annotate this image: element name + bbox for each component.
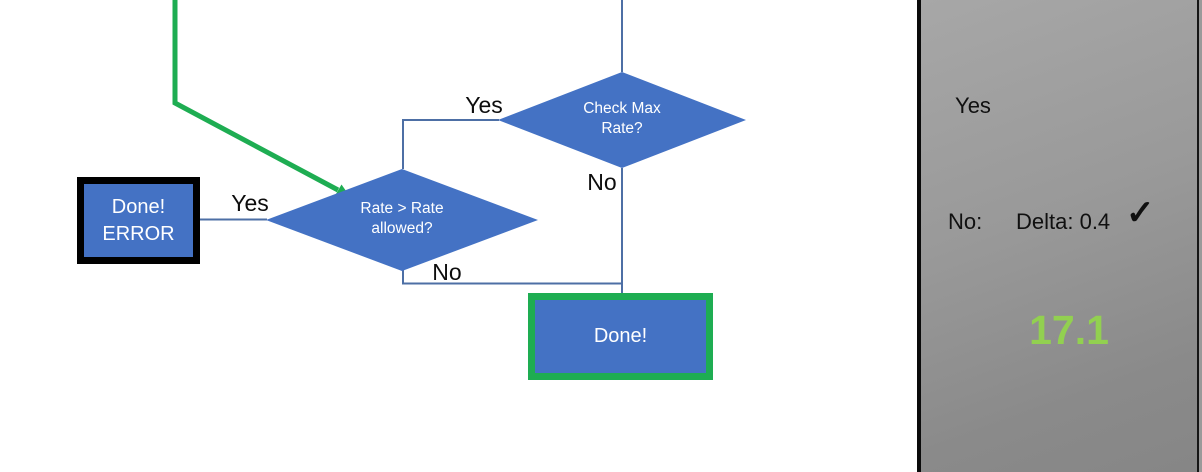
decision-rate-allowed[interactable]	[266, 169, 538, 271]
branch-label-yes-top: Yes	[465, 92, 503, 118]
panel-no-label: No:	[948, 209, 983, 234]
side-panel-edge	[1199, 0, 1202, 472]
terminal-done-box[interactable]: Done!	[528, 293, 713, 380]
terminal-done-error-label: Done! ERROR	[102, 195, 175, 245]
branch-label-no-top: No	[587, 169, 617, 195]
panel-delta-value: Delta: 0.4	[1016, 209, 1111, 234]
green-arrow-connector	[172, 0, 340, 193]
checkmark-icon: ✓	[1126, 194, 1155, 232]
panel-result-value: 17.1	[1029, 307, 1109, 353]
side-panel	[917, 0, 1199, 472]
panel-yes-label: Yes	[955, 93, 991, 118]
connector-rate-allowed-no	[402, 270, 621, 285]
decision-rate-allowed-label: Rate > Rate allowed?	[360, 200, 444, 237]
decision-check-max-rate-label: Check Max Rate?	[583, 100, 661, 137]
decision-check-max-rate[interactable]	[498, 72, 746, 168]
branch-label-no-bottom: No	[432, 259, 462, 285]
connector-check-max-yes	[402, 119, 499, 169]
terminal-done-error-box[interactable]: Done! ERROR	[77, 177, 200, 264]
terminal-done-label: Done!	[593, 325, 648, 347]
branch-label-yes-left: Yes	[231, 190, 269, 216]
